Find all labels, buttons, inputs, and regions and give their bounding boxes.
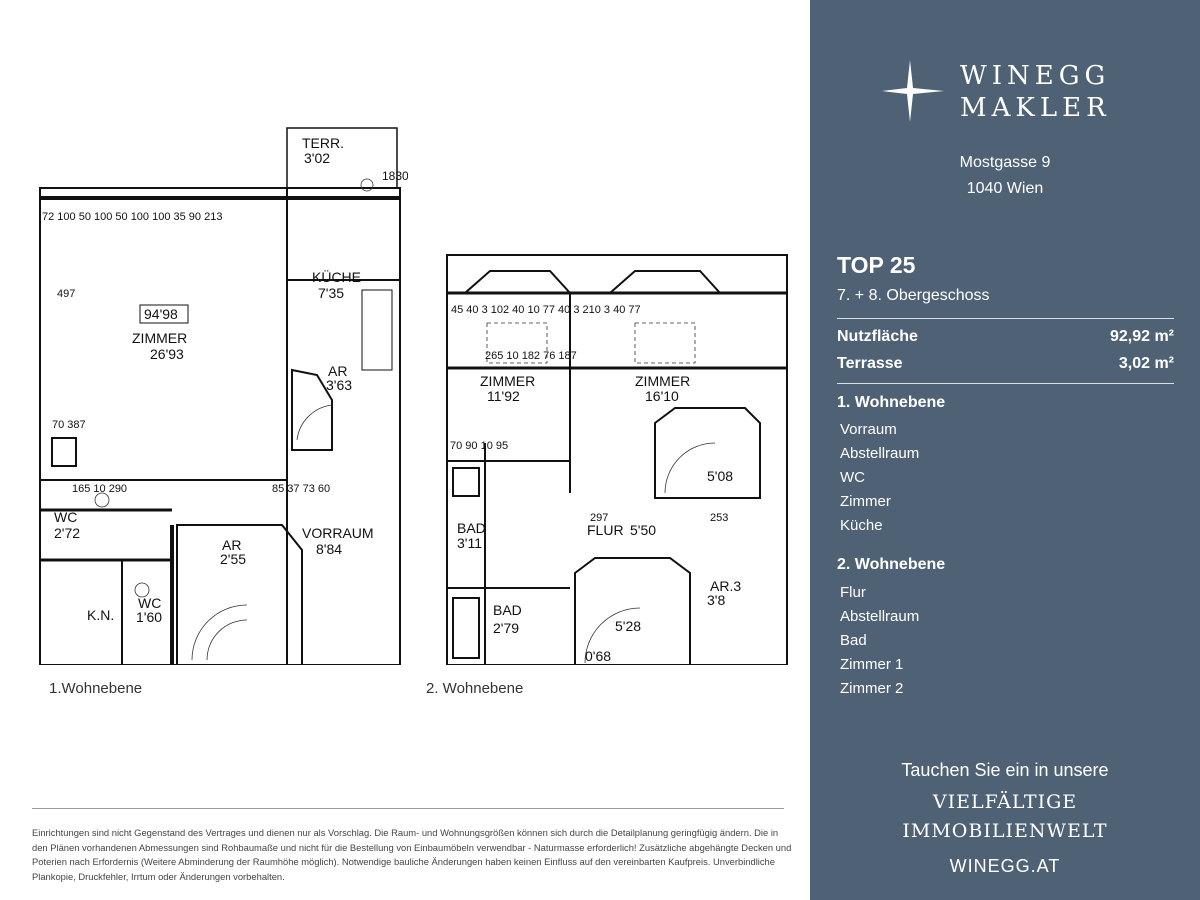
- svg-text:3'02: 3'02: [304, 150, 330, 166]
- address-city: 1040 Wien: [966, 180, 1044, 197]
- plan-caption-level-2: 2. Wohnebene: [426, 680, 524, 697]
- floor-plan-level-1: 72 100 50 100 50 100 100 35 90 213 497 70…: [32, 120, 408, 665]
- nutzflaeche-row: Nutzfläche 92,92 m²: [837, 328, 1174, 346]
- svg-text:265 10 182 76 187: 265 10 182 76 187: [485, 350, 577, 362]
- terrasse-value: 3,02 m²: [1118, 355, 1174, 372]
- svg-text:VORRAUM: VORRAUM: [302, 525, 374, 541]
- room-item: Abstellraum: [840, 608, 920, 625]
- website-link[interactable]: WINEGG.AT: [949, 856, 1061, 876]
- svg-text:11'92: 11'92: [487, 388, 520, 404]
- terrasse-label: Terrasse: [837, 355, 903, 372]
- room-item: Abstellraum: [840, 445, 920, 462]
- svg-text:WC: WC: [138, 595, 161, 611]
- disclaimer: Einrichtungen sind nicht Gegenstand des …: [32, 827, 792, 882]
- nutzflaeche-label: Nutzfläche: [837, 328, 918, 345]
- room-item: Zimmer 2: [840, 680, 904, 697]
- svg-text:AR.3: AR.3: [710, 578, 741, 594]
- divider: [837, 383, 1174, 384]
- svg-text:5'08: 5'08: [707, 468, 733, 484]
- address-street: Mostgasse 9: [959, 154, 1051, 171]
- svg-text:K.N.: K.N.: [87, 607, 114, 623]
- svg-text:2'79: 2'79: [493, 620, 519, 636]
- cta-tagline: VIELFÄLTIGE IMMOBILIENWELT: [810, 788, 1200, 846]
- divider: [837, 318, 1174, 319]
- svg-text:BAD: BAD: [457, 520, 486, 536]
- room-item: WC: [840, 469, 865, 486]
- room-item: Zimmer: [840, 493, 891, 510]
- room-item: Küche: [840, 517, 883, 534]
- svg-text:WC: WC: [54, 509, 77, 525]
- nutzflaeche-value: 92,92 m²: [1109, 328, 1174, 345]
- svg-text:2'72: 2'72: [54, 525, 80, 541]
- svg-text:2'55: 2'55: [220, 551, 246, 567]
- logo: WINEGG MAKLER: [882, 58, 1142, 128]
- svg-text:ZIMMER: ZIMMER: [480, 373, 535, 389]
- svg-text:85 37 73 60: 85 37 73 60: [272, 483, 330, 495]
- svg-text:ZIMMER: ZIMMER: [132, 330, 187, 346]
- svg-text:3'11: 3'11: [457, 535, 482, 551]
- floor-plan-level-2: 45 40 3 102 40 10 77 40 3 210 3 40 77 26…: [425, 243, 791, 665]
- info-panel: WINEGG MAKLER Mostgasse 9 1040 Wien TOP …: [810, 0, 1200, 900]
- svg-text:94'98: 94'98: [144, 306, 178, 322]
- level-2-room-list: Flur Abstellraum Bad Zimmer 1 Zimmer 2: [840, 581, 919, 701]
- room-item: Vorraum: [840, 421, 897, 438]
- unit-title: TOP 25: [837, 252, 916, 278]
- svg-text:AR: AR: [328, 363, 347, 379]
- svg-text:FLUR: FLUR: [587, 522, 624, 538]
- svg-text:497: 497: [57, 288, 75, 300]
- star-icon: [882, 60, 944, 122]
- svg-text:26'93: 26'93: [150, 346, 184, 362]
- room-item: Zimmer 1: [840, 656, 904, 673]
- cta-line-3: IMMOBILIENWELT: [902, 820, 1108, 842]
- svg-text:297: 297: [590, 512, 608, 524]
- svg-text:1'60: 1'60: [136, 609, 162, 625]
- unit-floors: 7. + 8. Obergeschoss: [837, 287, 990, 304]
- svg-text:16'10: 16'10: [645, 388, 679, 404]
- room-item: Flur: [840, 584, 866, 601]
- svg-text:45 40 3 102 40 10 77 40: 45 40 3 102 40 10 77 40 3 210 3 40 77: [451, 304, 641, 316]
- logo-line-2: MAKLER: [960, 93, 1111, 123]
- svg-text:BAD: BAD: [493, 602, 522, 618]
- svg-text:5'28: 5'28: [615, 618, 641, 634]
- svg-text:KÜCHE: KÜCHE: [312, 268, 361, 285]
- svg-text:253: 253: [710, 512, 728, 524]
- svg-text:5'50: 5'50: [630, 522, 656, 538]
- terrasse-row: Terrasse 3,02 m²: [837, 355, 1174, 373]
- svg-text:TERR.: TERR.: [302, 135, 344, 151]
- divider: [32, 808, 784, 809]
- svg-text:AR: AR: [222, 537, 241, 553]
- plan-caption-level-1: 1.Wohnebene: [49, 680, 143, 697]
- svg-text:7'35: 7'35: [318, 285, 344, 301]
- level-1-title: 1. Wohnebene: [837, 394, 946, 411]
- svg-text:3'8: 3'8: [707, 592, 725, 608]
- svg-text:8'84: 8'84: [316, 541, 342, 557]
- svg-text:0'68: 0'68: [585, 648, 611, 664]
- svg-text:165 10 290: 165 10 290: [72, 483, 127, 495]
- level-2-title: 2. Wohnebene: [837, 556, 946, 573]
- cta-line-2: VIELFÄLTIGE: [932, 791, 1078, 813]
- svg-text:72 100 50 100 50 100 100: 72 100 50 100 50 100 100 35 90 213: [42, 211, 222, 223]
- level-1-room-list: Vorraum Abstellraum WC Zimmer Küche: [840, 418, 919, 538]
- svg-text:70 387: 70 387: [52, 419, 86, 431]
- svg-text:3'63: 3'63: [326, 377, 352, 393]
- logo-line-1: WINEGG: [960, 61, 1111, 91]
- svg-text:70 90 10 95: 70 90 10 95: [450, 440, 508, 452]
- svg-text:ZIMMER: ZIMMER: [635, 373, 690, 389]
- room-item: Bad: [840, 632, 867, 649]
- cta-line-1: Tauchen Sie ein in unsere: [901, 760, 1109, 780]
- svg-text:1830: 1830: [382, 169, 408, 183]
